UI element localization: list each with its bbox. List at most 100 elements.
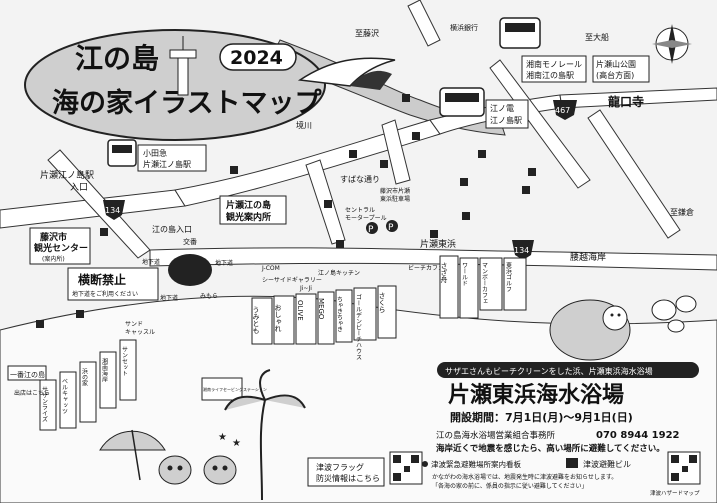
evac-bldg-label: 津波避難ビル [583, 459, 631, 469]
tsunami-map-label: 津波ハザードマップ [650, 489, 700, 497]
svg-text:★: ★ [232, 438, 241, 449]
route-134-sign-b: 134 [512, 240, 534, 260]
fujisawa-center-box [29, 227, 91, 265]
lifeguard-box [201, 377, 243, 401]
tourism-office-line1: 片瀬江の島 [226, 199, 271, 211]
bank-label: 横浜銀行 [450, 23, 478, 32]
no-crossing-box [67, 267, 159, 301]
svg-text:P: P [368, 225, 374, 235]
river-label: 境川 [296, 120, 312, 130]
beach-period: 開設期間：7月1日(月)〜9月1日(日) [450, 410, 633, 424]
hut-sunset: サンセット [121, 346, 128, 376]
fujisawa-parking-line1: 藤沢市片瀬 [380, 187, 410, 195]
to-fujisawa-label: 至藤沢 [355, 28, 379, 38]
katase-higashihama-label: 片瀬東浜 [420, 238, 456, 250]
hut-mego: MEGO [317, 298, 325, 320]
route-134-sign-a: 134 [103, 200, 125, 220]
svg-text:P: P [388, 223, 394, 233]
svg-text:134: 134 [105, 206, 120, 215]
west-label-2: 出店はこちら [14, 389, 50, 397]
temple-label: 龍口寺 [608, 94, 644, 109]
title-line1: 江の島 [75, 42, 159, 75]
slogan-text: サザエさんもビーチクリーンをした浜、片瀬東浜海水浴場 [445, 366, 653, 376]
central-pool-line2: モータープール [345, 214, 387, 222]
hut-row [39, 255, 527, 431]
to-kamakura-label: 至鎌倉 [670, 207, 694, 217]
hut-hamanoya: 浜の家 [81, 367, 88, 386]
hut-bellcats: ベルキャッツ [61, 378, 68, 414]
station-monorail-line2: 湘南江の島駅 [526, 70, 574, 80]
station-monorail-line1: 湘南モノレール [526, 59, 582, 69]
fujisawa-center-line3: (案内所) [42, 255, 65, 263]
umbrella-icon [99, 429, 166, 481]
svg-text:467: 467 [555, 106, 570, 115]
hut-chaki: ちゃきちゃき [336, 296, 343, 332]
evac-bldg-icon [566, 458, 578, 468]
tourism-office-box [219, 195, 287, 225]
hut-world: ワールド [461, 262, 468, 286]
no-crossing-sub: 地下道をご利用ください [72, 290, 138, 298]
hut-enoshima-kitchen: 江ノ島キッチン [318, 269, 360, 277]
road-subana-label: すばな通り [340, 174, 380, 184]
mascot-character-icon [549, 299, 631, 361]
hut-seaside: シーサイドギャラリー [262, 277, 322, 284]
shell-icons [651, 295, 697, 333]
palm-tree-icon [224, 369, 306, 501]
year-badge [219, 43, 297, 71]
west-label-box [7, 365, 47, 381]
tourism-office-line2: 観光案内所 [226, 211, 271, 223]
central-pool-line1: セントラル [345, 207, 375, 214]
west-label: 一番江の島 [10, 370, 45, 379]
beach-note: かながわの海水浴場では、地震発生時に津波避難をお知らせします。 [432, 473, 617, 481]
svg-text:★: ★ [218, 432, 227, 443]
katase-station-entrance-2: 入口 [70, 182, 88, 193]
beach-name: 片瀬東浜海水浴場 [448, 382, 624, 408]
underpass-area [168, 254, 212, 286]
seagull-icon [297, 57, 396, 90]
hut-jcom: J-COM [261, 265, 280, 272]
parking-icon-a: P [366, 222, 378, 235]
beach-note-2: 「各海の家の前に、係員の指示に従い避難してください」 [432, 482, 587, 490]
octopus-icons [158, 455, 237, 485]
hut-castle: キャッスル [125, 329, 155, 336]
hut-sazabune: さざ舟 [440, 262, 448, 284]
hut-beach-cafe: ビーチカフェ [408, 264, 444, 272]
beach-org: 江の島海水浴場営業組合事務所 [436, 430, 556, 441]
beach-warning: 海岸近くで地震を感じたら、高い場所に避難してください。 [436, 443, 665, 454]
station-monorail-box [521, 55, 587, 83]
title-year: 2024 [230, 47, 283, 69]
hut-umitomo: うみとも [252, 306, 260, 334]
hut-sakura: さくら [378, 292, 386, 313]
svg-text:134: 134 [514, 246, 529, 255]
koban-label: 交番 [183, 237, 197, 246]
hut-olive: OLIVE [296, 300, 304, 321]
evac-markers [36, 94, 536, 328]
hut-jiji: Ji~Ji [299, 285, 312, 292]
hut-mimora: みもら [200, 293, 218, 300]
underpass-label-c: 地下道 [160, 294, 178, 302]
station-enoden-box [485, 99, 529, 129]
parking-icon-b: P [386, 220, 398, 233]
hut-shonan: 湘南海岸 [101, 357, 108, 383]
station-enoden-line1: 江ノ電 [490, 104, 514, 113]
monorail-icon [499, 17, 541, 49]
park-box [592, 55, 650, 83]
qr-code-left [389, 451, 423, 485]
compass-icon [652, 24, 692, 64]
hut-oshare: おしゃれ [274, 304, 282, 332]
koshigoe-label: 腰越海岸 [570, 251, 606, 263]
qr-code-right [667, 451, 701, 485]
route-467-sign: 467 [553, 100, 577, 120]
station-odakyu-box [137, 144, 207, 172]
fujisawa-center-line2: 観光センター [34, 242, 88, 254]
no-crossing-title: 横断禁止 [78, 272, 126, 287]
enoshima-iriguchi-label: 江の島入口 [152, 224, 192, 234]
fujisawa-center-line1: 藤沢市 [40, 231, 67, 243]
hut-mambo: マンボーカフェ [481, 262, 488, 304]
evac-sign-icon [422, 461, 428, 467]
enoden-train-icon [439, 87, 485, 117]
station-odakyu-line1: 小田急 [143, 148, 167, 158]
hut-sand: サンド [125, 321, 143, 328]
slogan-banner [437, 362, 699, 378]
